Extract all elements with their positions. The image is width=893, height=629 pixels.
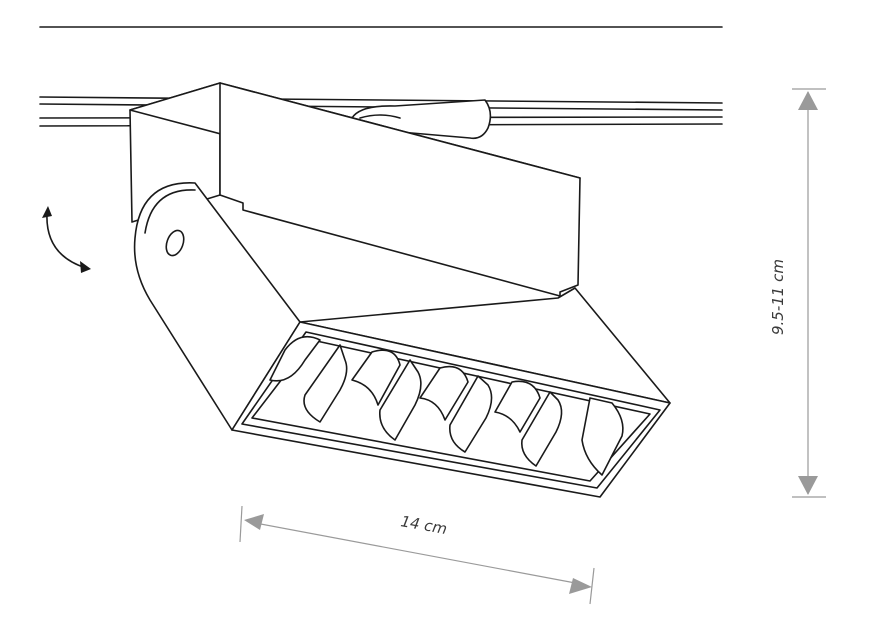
width-dimension: 14 cm [239,505,595,605]
height-label: 9.5-11 cm [769,259,787,335]
width-label: 14 cm [399,512,448,538]
rotation-arrow-icon [42,206,91,273]
height-dimension: 9.5-11 cm [769,88,826,498]
louvre-array [269,335,624,476]
pivot-bracket [133,182,301,431]
